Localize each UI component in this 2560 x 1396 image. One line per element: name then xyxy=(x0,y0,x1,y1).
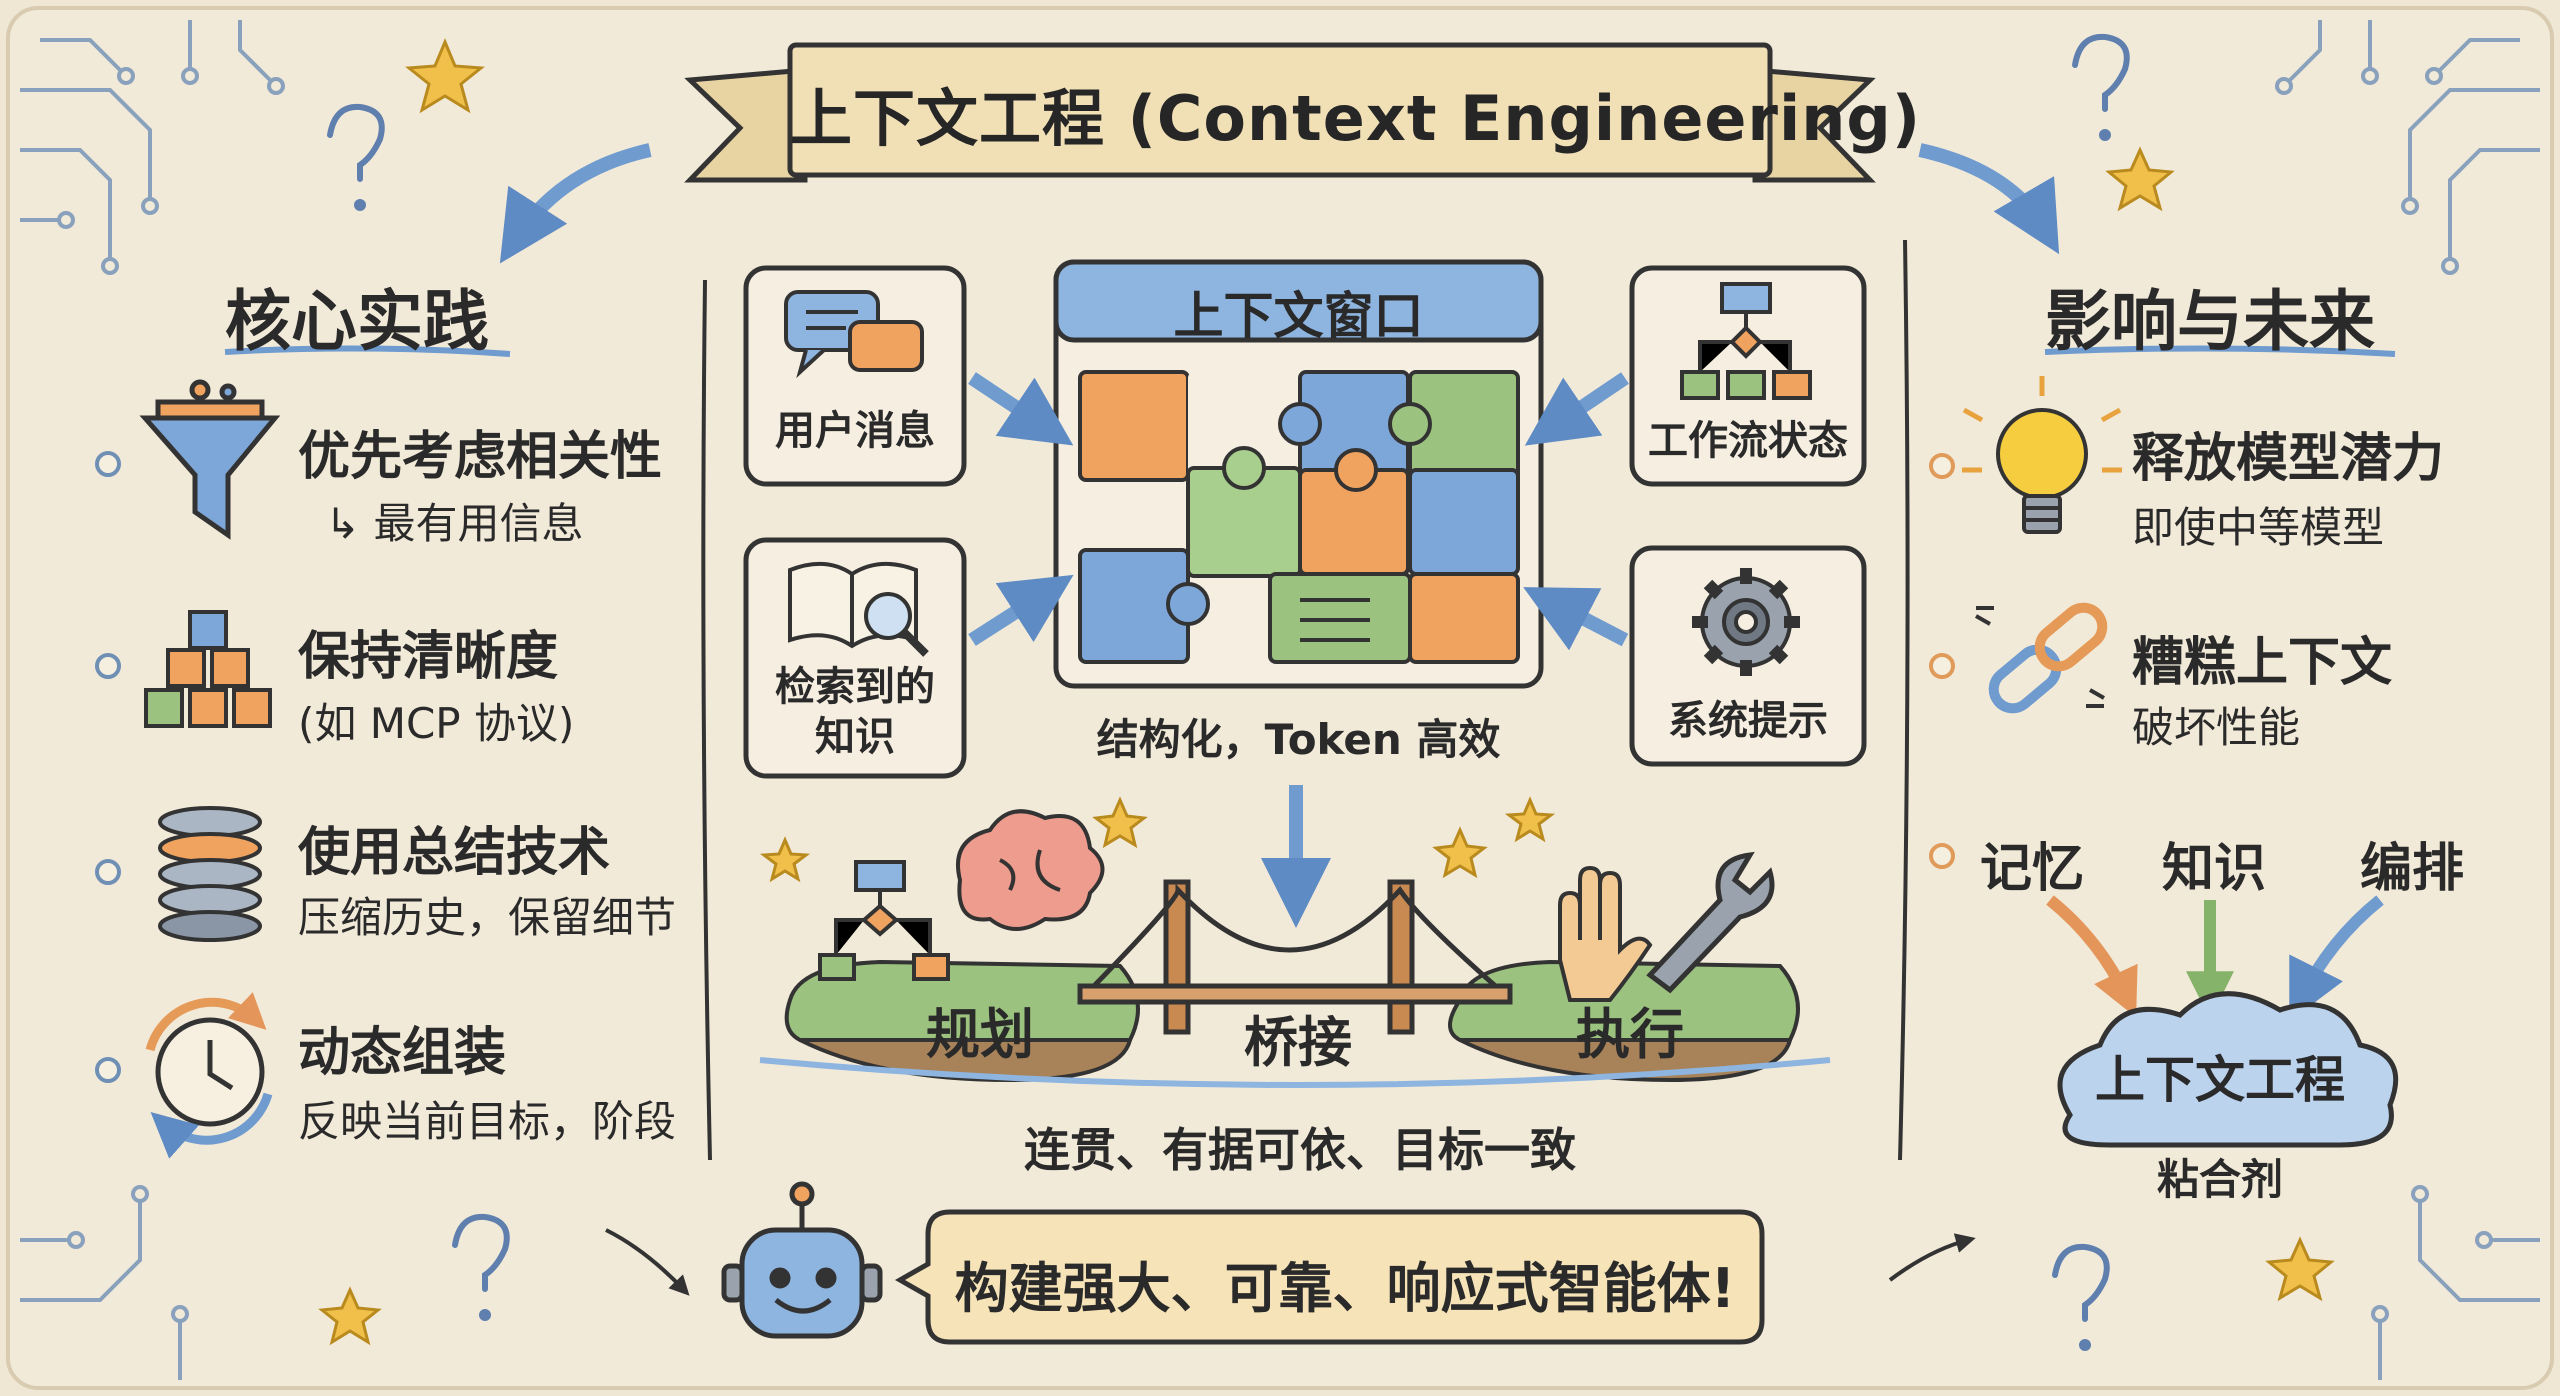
agent-banner: 构建强大、可靠、响应式智能体! xyxy=(954,1257,1736,1320)
page-title: 上下文工程 (Context Engineering) xyxy=(790,82,1922,155)
context-window-title: 上下文窗口 xyxy=(1173,287,1424,345)
card-workflow-state: 工作流状态 xyxy=(1648,418,1848,464)
cloud-label: 上下文工程 xyxy=(2095,1051,2345,1109)
bridge xyxy=(1077,879,1513,1035)
doodle-stars xyxy=(318,38,2335,1346)
left-bullets xyxy=(95,451,121,1083)
practice-4-sub: 反映当前目标，阶段 xyxy=(298,1097,677,1146)
book-magnifier-icon xyxy=(788,561,929,657)
right-bullets xyxy=(1929,453,1955,869)
impact-1-sub: 即使中等模型 xyxy=(2132,503,2385,552)
cloud-caption: 粘合剂 xyxy=(2156,1155,2283,1204)
flowchart-icon xyxy=(1680,282,1812,400)
circuit-decoration-bottom-right xyxy=(2371,1185,2540,1380)
impact-2-title: 糟糕上下文 xyxy=(2132,633,2393,693)
doodle-question-marks xyxy=(327,33,2130,1351)
spring-icon xyxy=(158,806,262,942)
paper-frame xyxy=(6,6,2554,1390)
right-heading-underline xyxy=(2044,345,2396,357)
clock-icon xyxy=(145,992,273,1159)
practice-4-title: 动态组装 xyxy=(298,1023,507,1083)
circuit-decoration-right xyxy=(2275,20,2540,275)
lightbulb-icon xyxy=(1962,376,2122,534)
card-arrows xyxy=(968,372,1629,928)
bottom-caption: 连贯、有据可依、目标一致 xyxy=(1024,1123,1576,1177)
bridge-label: 桥接 xyxy=(1244,1011,1352,1074)
practice-1-sub: ↳ 最有用信息 xyxy=(325,499,584,548)
plan-flowchart-icon xyxy=(818,860,950,981)
trio-knowledge: 知识 xyxy=(2162,839,2267,899)
blocks-icon xyxy=(144,610,272,728)
practice-3-sub: 压缩历史，保留细节 xyxy=(298,893,677,942)
speech-banner-shape xyxy=(894,1209,1765,1345)
robot-icon xyxy=(721,1181,883,1339)
funnel-icon xyxy=(139,379,281,540)
card-system-prompt: 系统提示 xyxy=(1668,698,1828,744)
impact-1-title: 释放模型潜力 xyxy=(2132,429,2445,489)
circuit-decoration-left xyxy=(20,20,285,275)
chat-bubbles-icon xyxy=(784,290,924,379)
trio-memory: 记忆 xyxy=(1980,839,2085,899)
card-user-message: 用户消息 xyxy=(775,408,935,454)
impact-2-sub: 破坏性能 xyxy=(2132,703,2301,752)
arrow-decoration xyxy=(1888,1233,1976,1282)
arrow-to-right-section xyxy=(1918,143,2060,255)
hand-icon xyxy=(1558,865,1653,1002)
puzzle-pieces xyxy=(1078,370,1520,664)
trio-arrows xyxy=(2046,895,2384,1022)
right-heading: 影响与未来 xyxy=(2045,283,2375,360)
cloud-shape xyxy=(2057,991,2399,1148)
divider-left xyxy=(701,279,712,1161)
practice-2-title: 保持清晰度 xyxy=(298,627,559,687)
circuit-decoration-bottom-left xyxy=(20,1185,189,1380)
divider-right xyxy=(1898,239,1910,1161)
gear-icon xyxy=(1692,568,1800,676)
window-caption: 结构化，Token 高效 xyxy=(1096,715,1501,764)
island-execute-label: 执行 xyxy=(1576,1003,1684,1066)
left-heading: 核心实践 xyxy=(225,283,489,360)
title-ribbon xyxy=(684,42,1876,183)
left-heading-underline xyxy=(224,345,511,357)
brain-icon xyxy=(956,809,1105,931)
card-retrieved-knowledge: 检索到的知识 xyxy=(775,664,935,760)
arrow-to-left-section xyxy=(499,143,652,264)
practice-3-title: 使用总结技术 xyxy=(298,823,611,883)
trio-orchestration: 编排 xyxy=(2360,839,2465,899)
arrow-decoration xyxy=(605,1228,690,1296)
practice-2-sub: (如 MCP 协议) xyxy=(298,699,575,748)
broken-chain-icon xyxy=(1975,602,2108,714)
wrench-icon xyxy=(1646,851,1775,994)
practice-1-title: 优先考虑相关性 xyxy=(298,427,663,487)
water-line xyxy=(759,1057,1831,1088)
island-plan-label: 规划 xyxy=(926,1003,1034,1066)
